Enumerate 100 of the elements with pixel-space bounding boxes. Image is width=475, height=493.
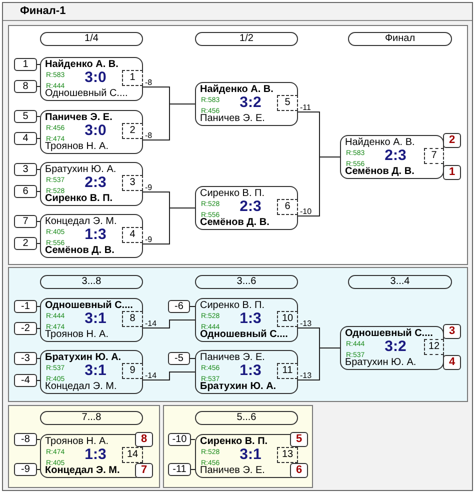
seed-label: -6 [168,300,190,313]
seed-label: -3 [14,352,37,365]
match-card [40,57,143,101]
seed-label: -5 [168,352,190,365]
match-number: 4 [122,227,143,243]
player-name: Одношевный С.... [200,329,288,341]
player-name: Сиренко В. П. [200,436,268,448]
score: 3:1 [240,446,262,464]
score: 3:0 [84,122,108,140]
player-name: Концедал Э. М. [45,381,117,393]
place-number: 3 [443,324,461,339]
match-number: 12 [424,339,444,355]
connector-line [36,439,40,440]
panel-background [163,405,313,488]
seed-label: -2 [14,322,37,335]
score: 3:1 [84,310,108,328]
score: 1:3 [84,226,108,244]
place-number: 4 [443,355,461,370]
match-card [40,298,143,342]
player-name: Семёнов Д. В. [45,245,114,257]
connector-line [142,104,196,140]
panel-background [8,25,468,265]
player-name: Семёнов Д. В. [345,166,414,178]
connector-line [190,306,196,307]
seed-label: 6 [14,185,37,198]
player-name: Паничев Э. Е. [45,112,112,124]
connector-line [36,191,40,192]
connector-line [36,169,40,170]
round-header: 3...8 [40,275,143,289]
match-card [195,186,298,230]
seed-label: 1 [14,58,37,71]
place-number: 1 [443,165,461,180]
loser-destination: -9 [145,183,152,192]
match-card [195,298,298,342]
seed-label: -8 [14,433,37,446]
match-card [40,350,143,394]
loser-destination: -13 [300,319,312,328]
player-name: Братухин Ю. А. [200,381,276,393]
match-number: 5 [277,95,298,111]
player-name: Найденко А. В. [45,59,118,71]
match-card [40,214,143,258]
seed-label: -9 [14,463,37,476]
loser-destination: -8 [145,78,152,87]
score: 1:3 [238,362,262,380]
match-number: 1 [122,70,143,86]
seed-label: 2 [14,237,37,250]
loser-destination: -11 [300,103,311,112]
match-number: 13 [277,447,298,463]
round-header: 7...8 [40,411,143,425]
connector-line [36,138,40,139]
player-name: Братухин Ю. А. [45,164,116,176]
seed-label: 5 [14,110,37,123]
seed-label: 3 [14,163,37,176]
player-name: Сиренко В. П. [45,193,113,205]
connector-line [36,86,40,87]
match-number: 6 [277,199,298,215]
player-name: Концедал Э. М. [45,465,120,477]
player-name: Одношевный С.... [45,300,133,312]
connector-line [36,358,40,359]
loser-destination: -10 [300,207,312,216]
score: 2:3 [240,198,262,216]
place-number: 6 [290,463,308,478]
match-card [195,350,298,394]
match-number: 9 [122,363,143,379]
connector-line [36,328,40,329]
match-card [195,82,298,126]
connector-line [36,469,40,470]
connector-line [36,64,40,65]
loser-destination: -13 [300,371,312,380]
player-name: Паничев Э. Е. [200,352,265,364]
score: 3:2 [384,338,408,356]
connector-line [142,208,196,244]
connector-line [190,469,196,470]
loser-destination: -8 [145,131,152,140]
score: 3:2 [238,94,262,112]
match-card [195,434,298,478]
score: 1:3 [240,310,262,328]
connector-line [190,439,196,440]
player-name: Одношевный С.... [345,328,433,340]
connector-line [36,306,40,307]
connector-line [36,116,40,117]
connector-line [36,221,40,222]
loser-destination: -14 [145,319,157,328]
place-number: 8 [135,432,153,447]
score: 3:1 [84,362,108,380]
place-number: 7 [135,463,153,478]
seed-label: 7 [14,215,37,228]
round-header: 1/4 [40,32,143,46]
connector-line [298,156,340,216]
connector-line [142,372,196,380]
panel-background [8,405,160,488]
player-name: Найденко А. В. [200,84,274,96]
score: 2:3 [84,174,108,192]
player-name: Одношевный С.... [45,88,128,100]
round-header: 1/2 [195,32,298,46]
player-name: Братухин Ю. А. [45,352,122,364]
panel-background [8,267,468,402]
match-number: 11 [277,363,298,379]
match-number: 3 [122,175,143,191]
seed-label: -1 [14,300,37,313]
